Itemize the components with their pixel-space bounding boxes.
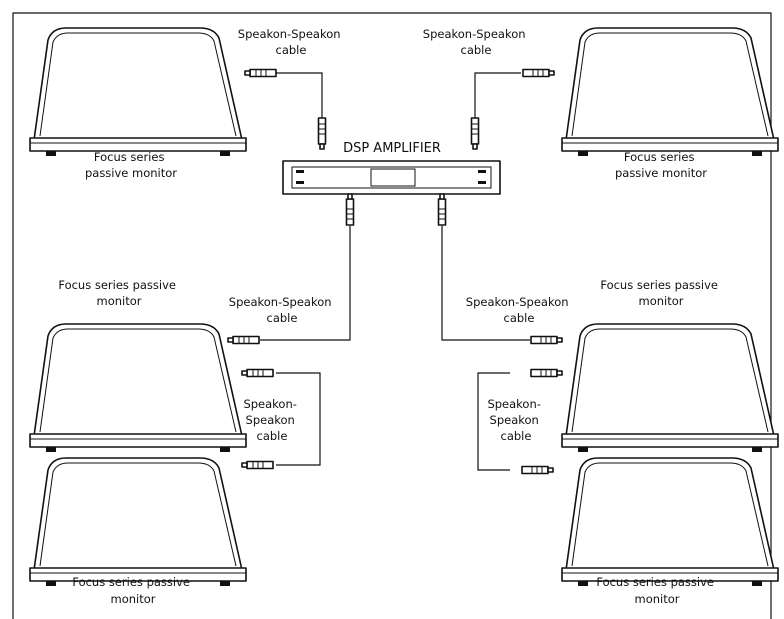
monitor-label-bottom-left: Focus series passive monitor: [72, 575, 193, 606]
cable-label-top-left: Speakon-Speakon cable: [238, 27, 344, 57]
cables: [260, 72, 530, 471]
monitor-label-top-right: Focus series passive monitor: [615, 150, 707, 180]
dsp-amplifier: [282, 160, 501, 195]
monitor-top-left: [29, 27, 247, 157]
cable-label-mid-left: Speakon-Speakon cable: [229, 295, 335, 325]
monitor-mid-left: [29, 323, 247, 453]
cable-label-mid-right: Speakon-Speakon cable: [466, 295, 572, 325]
cable-label-top-right: Speakon-Speakon cable: [423, 27, 529, 57]
monitor-bottom-left: [29, 457, 247, 587]
monitor-label-mid-right: Focus series passive monitor: [600, 278, 721, 308]
monitor-label-bottom-right: Focus series passive monitor: [596, 575, 717, 606]
diagram-frame: [12, 12, 772, 619]
monitor-label-mid-left: Focus series passive monitor: [58, 278, 179, 308]
monitor-mid-right: [561, 323, 779, 453]
cable-label-link-right: Speakon- Speakon cable: [487, 397, 544, 443]
monitor-label-top-left: Focus series passive monitor: [85, 150, 177, 180]
amplifier-label: DSP AMPLIFIER: [343, 141, 441, 156]
cable-label-link-left: Speakon- Speakon cable: [243, 397, 300, 443]
monitor-top-right: [561, 27, 779, 157]
monitor-bottom-right: [561, 457, 779, 587]
